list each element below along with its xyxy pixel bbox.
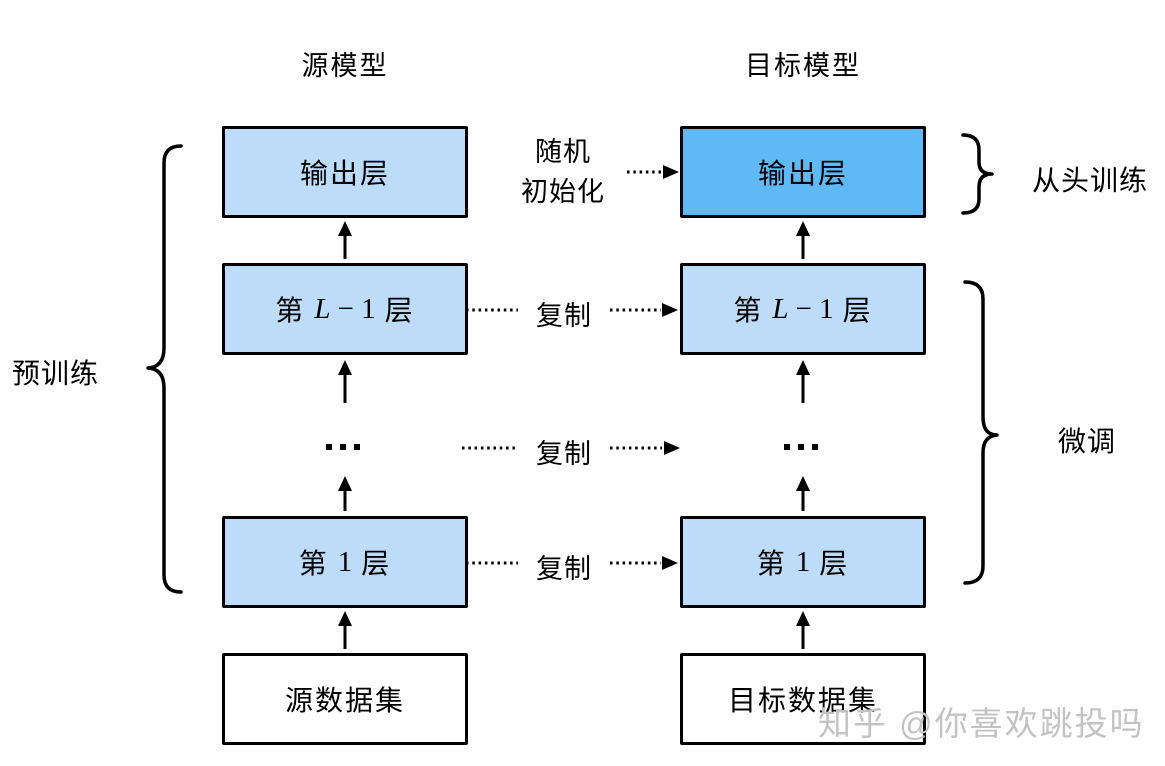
layer1-prefix: 第 [298,548,329,579]
arrow-source-ellipsis-to-lminus1 [338,360,352,403]
finetune-label: 微调 [1058,426,1117,457]
arrow-target-ellipsis-to-lminus1 [796,360,810,403]
arrow-source-layer1-to-ellipsis [338,476,352,511]
source-dataset-label: 源数据集 [284,685,405,716]
ellipsis-dot [326,444,332,450]
layer-lminus1-variable: L [314,292,331,325]
target-output-layer-label: 输出层 [757,158,848,189]
target-ellipsis [784,444,818,450]
layer1-suffix: 层 [361,548,392,579]
source-output-layer-label: 输出层 [299,158,390,189]
ellipsis-dot [340,444,346,450]
layer-lminus1-minus-one: − 1 [795,292,834,325]
source-ellipsis [326,444,360,450]
target-dataset-box: 目标数据集 [680,653,926,745]
pretrain-brace [146,144,183,594]
target-dataset-label: 目标数据集 [727,685,878,716]
random-init-line1: 随机 [535,137,591,167]
layer-lminus1-variable: L [772,292,789,325]
ellipsis-dot [798,444,804,450]
random-init-arrow [627,165,679,179]
arrow-source-dataset-to-layer1 [338,611,352,649]
random-init-line2: 初始化 [521,177,605,207]
watermark: 知乎 @你喜欢跳投吗 [818,705,1145,742]
ellipsis-dot [784,444,790,450]
arrow-source-lminus1-to-output [338,221,352,259]
layer-lminus1-minus-one: − 1 [337,292,376,325]
random-init-label: 随机 初始化 [498,132,628,212]
layer-lminus1-suffix: 层 [384,295,415,326]
layer-lminus1-prefix: 第 [275,295,306,326]
arrow-target-lminus1-to-output [796,221,810,259]
target-model-title: 目标模型 [745,51,861,81]
ellipsis-dot [354,444,360,450]
layer-lminus1-suffix: 层 [842,295,873,326]
train-from-scratch-brace [961,133,994,215]
copy-label-layer1: 复制 [536,554,592,584]
train-from-scratch-label: 从头训练 [1032,165,1149,196]
pretrain-label: 预训练 [12,358,100,389]
arrow-target-dataset-to-layer1 [796,611,810,649]
layer1-number: 1 [795,545,811,578]
layer-lminus1-prefix: 第 [733,295,764,326]
ellipsis-dot [812,444,818,450]
copy-label-lminus1: 复制 [536,301,592,331]
source-dataset-box: 源数据集 [222,653,468,745]
copy-label-ellipsis: 复制 [536,439,592,469]
source-output-layer-box: 输出层 [222,126,468,218]
layer1-prefix: 第 [756,548,787,579]
finetune-brace [963,280,999,585]
layer1-suffix: 层 [819,548,850,579]
source-model-title: 源模型 [301,51,389,81]
arrow-target-layer1-to-ellipsis [796,476,810,511]
layer1-number: 1 [337,545,353,578]
target-output-layer-box: 输出层 [680,126,926,218]
